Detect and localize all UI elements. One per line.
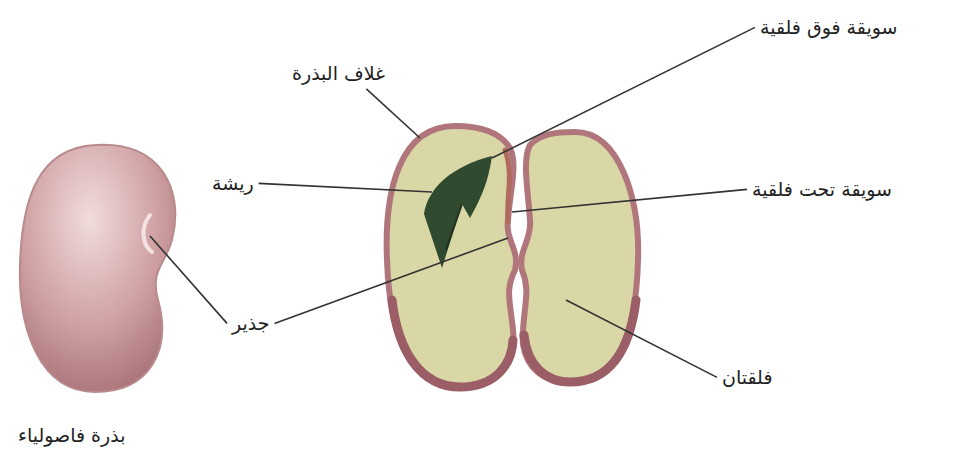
part-label: فلقتان — [722, 366, 772, 389]
part-label: بذرة فاصولياء — [18, 424, 126, 447]
leader-line — [492, 27, 755, 158]
part-label: ريشة — [212, 172, 254, 195]
opened-seed — [387, 126, 638, 387]
leader-line — [259, 183, 432, 192]
part-label: غلاف البذرة — [292, 62, 385, 85]
leader-line — [566, 300, 717, 377]
leader-line — [150, 236, 227, 323]
leader-line — [275, 238, 509, 323]
part-label: سويقة فوق فلقية — [760, 16, 897, 39]
part-label: سويقة تحت فلقية — [752, 178, 892, 201]
leader-line — [512, 189, 747, 212]
part-label: جذير — [232, 312, 270, 335]
leader-line — [366, 89, 420, 138]
whole-bean — [20, 145, 175, 392]
